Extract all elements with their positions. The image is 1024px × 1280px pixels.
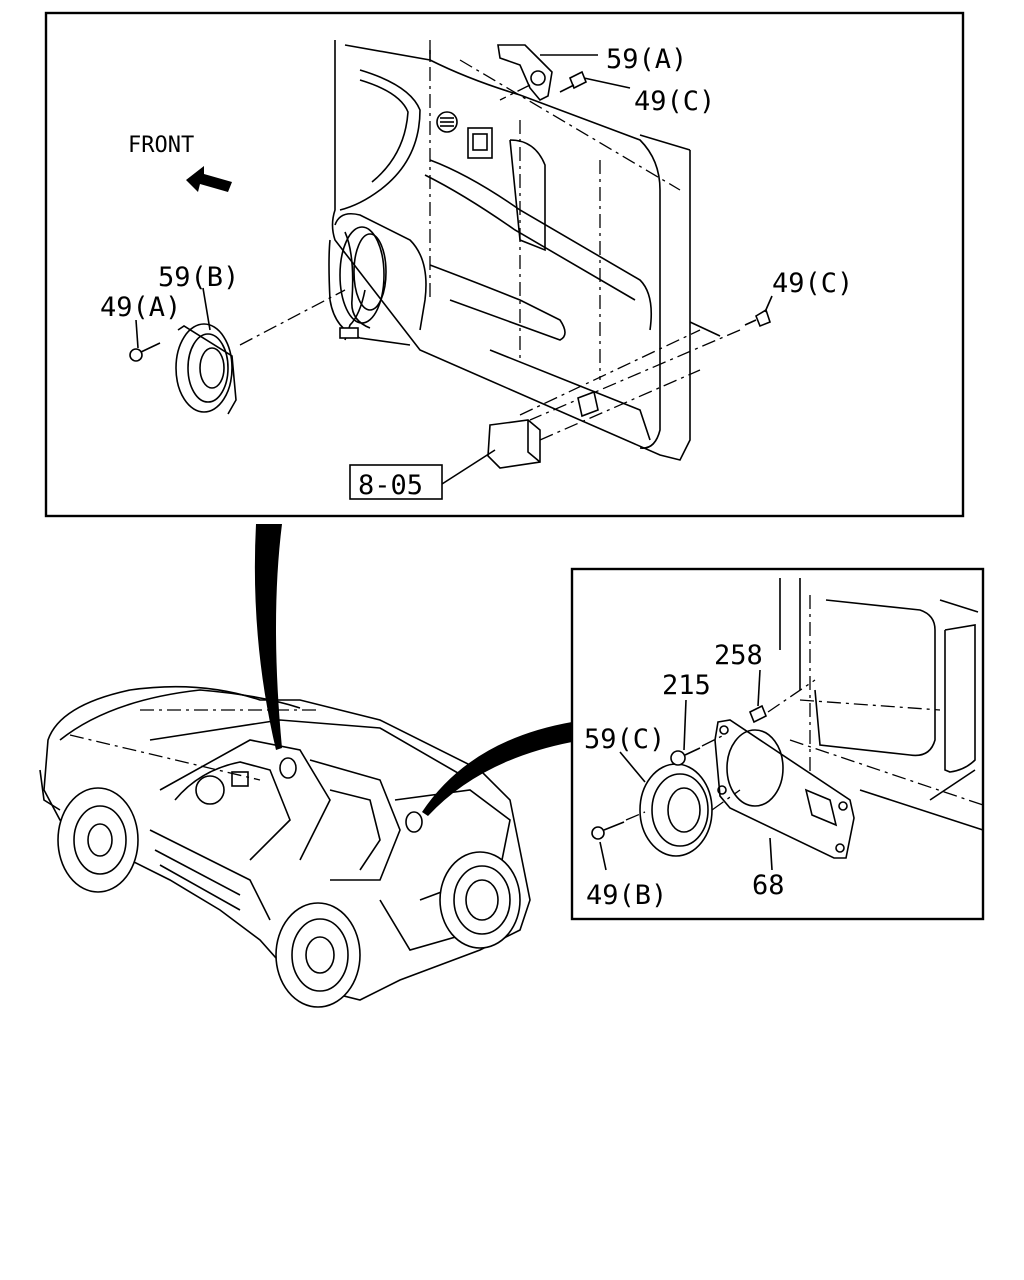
- door-speaker-icon: [175, 287, 346, 415]
- rear-speaker-panel-frame: [570, 567, 985, 921]
- label-49c-top: 49(C): [634, 86, 715, 117]
- label-ref-8-05: 8-05: [358, 470, 423, 501]
- front-arrow-icon: [186, 166, 232, 192]
- label-215: 215: [662, 670, 711, 701]
- door-speaker-opening: [339, 226, 387, 341]
- front-door-panel-frame: [44, 11, 965, 518]
- screw-icon: [129, 319, 161, 362]
- tweeter-speaker-icon: [497, 44, 598, 101]
- speaker-bracket-icon: [714, 719, 855, 859]
- door-trim-panel: [328, 40, 691, 461]
- vehicle-icon: [39, 685, 531, 1008]
- callout-pointer-front: [254, 524, 282, 750]
- rear-speaker-icon: [619, 751, 741, 857]
- label-59b: 59(B): [158, 262, 239, 293]
- label-49c-right: 49(C): [772, 268, 853, 299]
- label-59a: 59(A): [606, 44, 687, 75]
- screw-icon: [591, 811, 646, 871]
- callout-pointer-rear: [422, 722, 572, 816]
- rear-speaker-location-icon: [405, 811, 423, 833]
- clip-icon: [748, 669, 816, 724]
- label-49a: 49(A): [100, 292, 181, 323]
- switch-block-icon: [487, 321, 721, 469]
- front-label: FRONT: [128, 133, 194, 158]
- label-49b: 49(B): [586, 880, 667, 911]
- screw-icon: [499, 70, 631, 101]
- screw-icon: [529, 295, 773, 421]
- window-switch-icon: [436, 111, 493, 159]
- label-68: 68: [752, 870, 785, 901]
- screw-icon: [670, 699, 723, 766]
- door-speaker-location-icon: [279, 757, 297, 779]
- rear-quarter-panel: [779, 578, 984, 831]
- label-258: 258: [714, 640, 763, 671]
- reference-box: [349, 464, 443, 500]
- label-59c: 59(C): [584, 724, 665, 755]
